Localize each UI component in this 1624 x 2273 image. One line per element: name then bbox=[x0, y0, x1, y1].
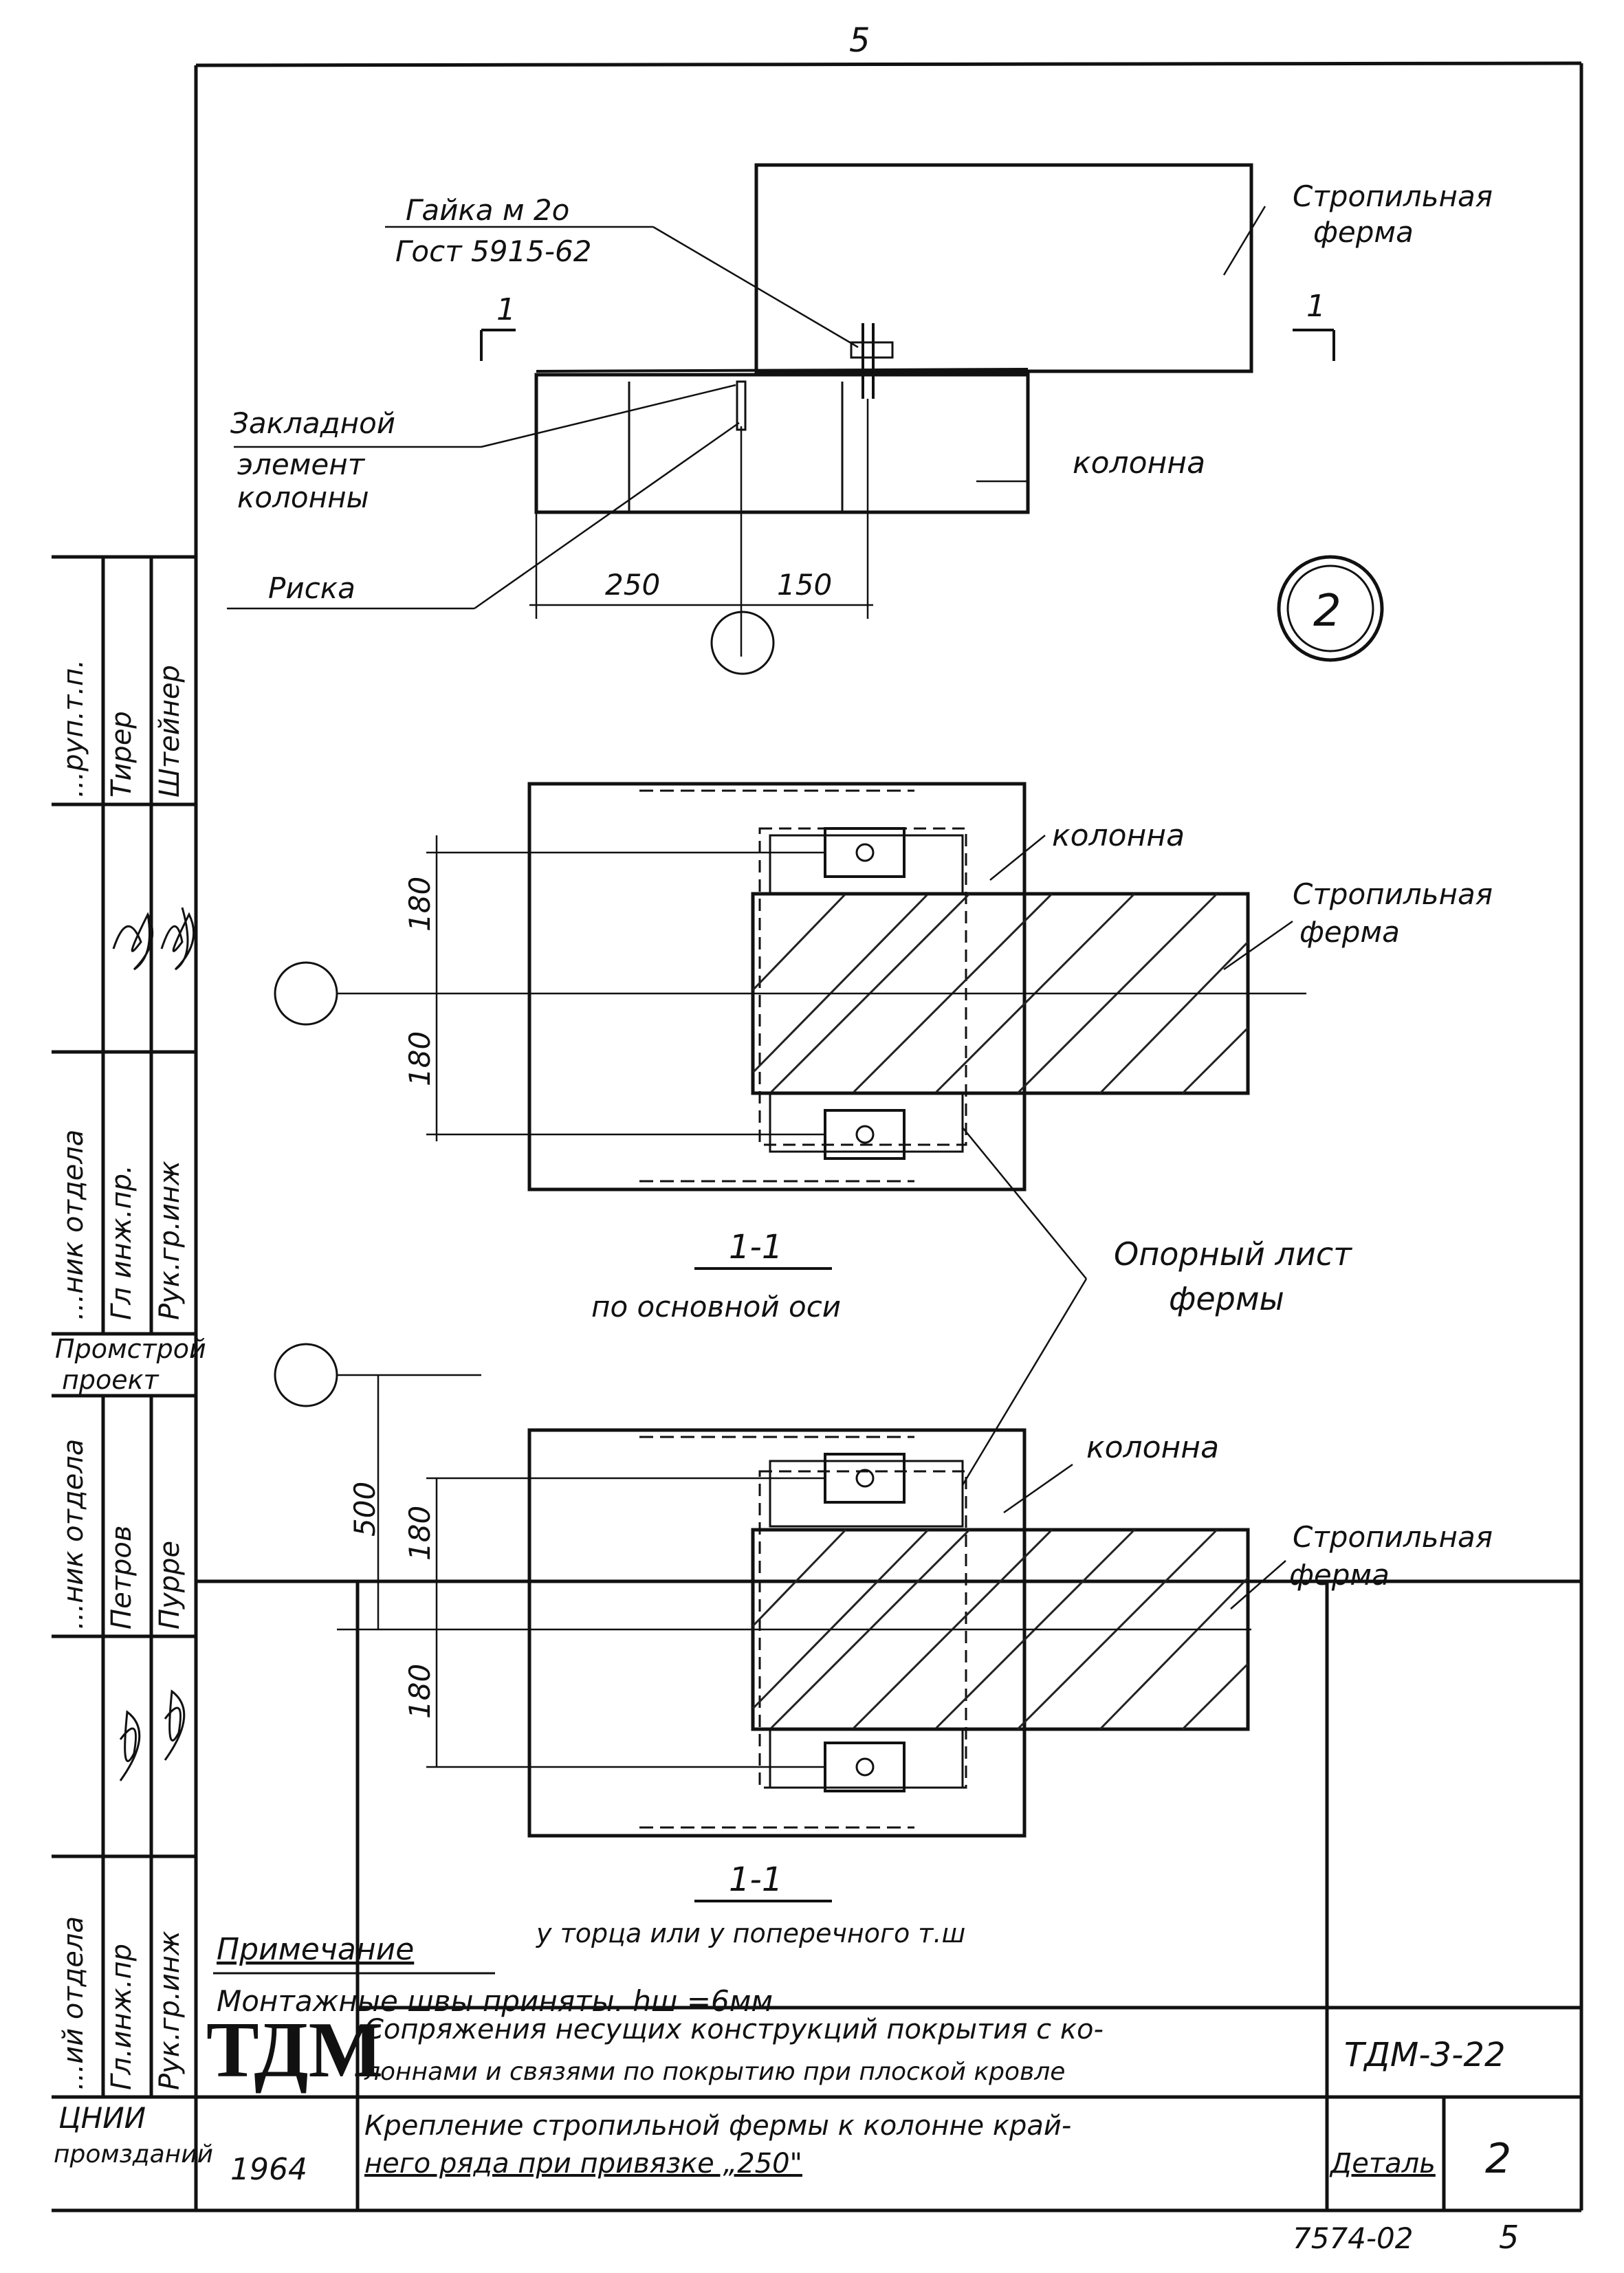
subtitle-line1: Крепление стропильной фермы к колонне кр… bbox=[364, 2110, 1071, 2142]
column-elevation bbox=[534, 373, 1030, 514]
org-name-line1: ЦНИИ bbox=[58, 2101, 146, 2135]
section-a-dim-top: 180 bbox=[403, 877, 437, 932]
subtitle-line2: него ряда при привязке „250" bbox=[364, 2148, 802, 2179]
signatures bbox=[112, 907, 195, 1781]
column-section-a bbox=[527, 782, 1027, 1192]
upper-role-1: Гл инж.пр. bbox=[106, 1165, 138, 1320]
title-block bbox=[52, 1581, 1581, 2212]
section-a-plan bbox=[274, 782, 1306, 1270]
bearing-plate-line2: фермы bbox=[1169, 1280, 1284, 1317]
title-line1: Сопряжения несущих конструкций покрытия … bbox=[364, 2014, 1104, 2045]
lower-header: ...ник отдела bbox=[58, 1439, 89, 1629]
note-heading: Примечание bbox=[217, 1932, 414, 1967]
section-a-caption: по основной оси bbox=[591, 1290, 841, 1324]
detail-circle bbox=[1277, 555, 1384, 662]
section-b-column-label: колонна bbox=[1086, 1430, 1219, 1465]
elevation-view bbox=[227, 163, 1335, 675]
section-a-truss-line1: Стропильная bbox=[1293, 877, 1493, 911]
section-mark-left: 1 bbox=[496, 292, 516, 327]
bearing-plate-callout bbox=[961, 1127, 1088, 1486]
lower-role-1: Гл.инж.пр bbox=[106, 1944, 138, 2090]
embed-label-line2: элемент bbox=[237, 448, 366, 481]
section-a-dim-bottom: 180 bbox=[403, 1031, 437, 1086]
section-a-column-label: колонна bbox=[1052, 818, 1185, 853]
title-line2: лоннами и связями по покрытию при плоско… bbox=[364, 2058, 1065, 2086]
lower-role-2: Рук.гр.инж bbox=[154, 1931, 186, 2090]
series-code: ТДМ-3-22 bbox=[1344, 2036, 1506, 2074]
truss-elevation bbox=[754, 163, 1253, 373]
sheet-frame bbox=[194, 61, 1583, 2210]
embed-label-line3: колонны bbox=[237, 481, 369, 514]
section-b-truss-line1: Стропильная bbox=[1293, 1520, 1493, 1554]
section-b-title: 1-1 bbox=[729, 1860, 782, 1899]
lower-name-2: Пурре bbox=[154, 1541, 186, 1629]
axis-bubble-a bbox=[274, 961, 338, 1026]
truss-label-line1: Стропильная bbox=[1293, 179, 1493, 213]
section-b-truss-line2: ферма bbox=[1289, 1558, 1390, 1592]
nut-label-line1: Гайка м 2о bbox=[406, 193, 569, 227]
bearing-plate-line1: Опорный лист bbox=[1114, 1236, 1352, 1273]
upper-role-2: Рук.гр.инж bbox=[154, 1161, 186, 1320]
section-a-truss-line2: ферма bbox=[1299, 915, 1400, 949]
section-b-caption: у торца или у поперечного т.ш bbox=[536, 1918, 965, 1948]
section-b-dim-top: 180 bbox=[403, 1506, 437, 1561]
column-section-b bbox=[527, 1428, 1027, 1838]
detail-circle-number: 2 bbox=[1313, 586, 1341, 637]
section-a-title: 1-1 bbox=[729, 1228, 782, 1266]
truss-label-line2: ферма bbox=[1313, 215, 1414, 249]
dim-250: 250 bbox=[605, 568, 660, 602]
axis-bubble-b bbox=[274, 1343, 338, 1407]
mark-label: Риска bbox=[268, 571, 355, 605]
org-line1: Промстрой bbox=[55, 1334, 206, 1364]
note-text: Монтажные швы приняты. hш =6мм bbox=[217, 1984, 773, 2018]
org-line2: проект bbox=[62, 1365, 160, 1395]
embed-label-line1: Закладной bbox=[230, 406, 395, 440]
section-b-dim-bottom: 180 bbox=[403, 1664, 437, 1719]
detail-number: 2 bbox=[1485, 2135, 1511, 2183]
section-b-plan bbox=[274, 1343, 1286, 1902]
dim-150: 150 bbox=[777, 568, 832, 602]
year: 1964 bbox=[230, 2152, 307, 2187]
detail-label: Деталь bbox=[1329, 2148, 1436, 2179]
upper-dept: ...ник отдела bbox=[58, 1130, 89, 1320]
section-mark-right: 1 bbox=[1306, 289, 1326, 324]
nut-label-line2: Гост 5915-62 bbox=[395, 234, 592, 268]
page-number-bottom: 5 bbox=[1499, 2219, 1519, 2256]
axis-bubble-top bbox=[710, 611, 775, 675]
lower-name-1: Петров bbox=[106, 1526, 138, 1629]
sheet-code: 7574-02 bbox=[1293, 2221, 1414, 2255]
upper-name-1: Тирер bbox=[106, 711, 138, 798]
lower-dept: ...ий отдела bbox=[58, 1916, 89, 2090]
org-name-line2: промзданий bbox=[54, 2140, 213, 2168]
page-number-top: 5 bbox=[849, 21, 870, 60]
elevation-column-label: колонна bbox=[1073, 446, 1205, 481]
section-b-dim-500: 500 bbox=[348, 1482, 382, 1537]
tdm-logo: ТДМ bbox=[206, 2006, 383, 2094]
upper-name-2: Штейнер bbox=[154, 665, 186, 798]
upper-header: ...руп.т.п. bbox=[58, 659, 89, 798]
side-stamp-text: ...руп.т.п. Тирер Штейнер ...ник отдела … bbox=[55, 659, 206, 2090]
